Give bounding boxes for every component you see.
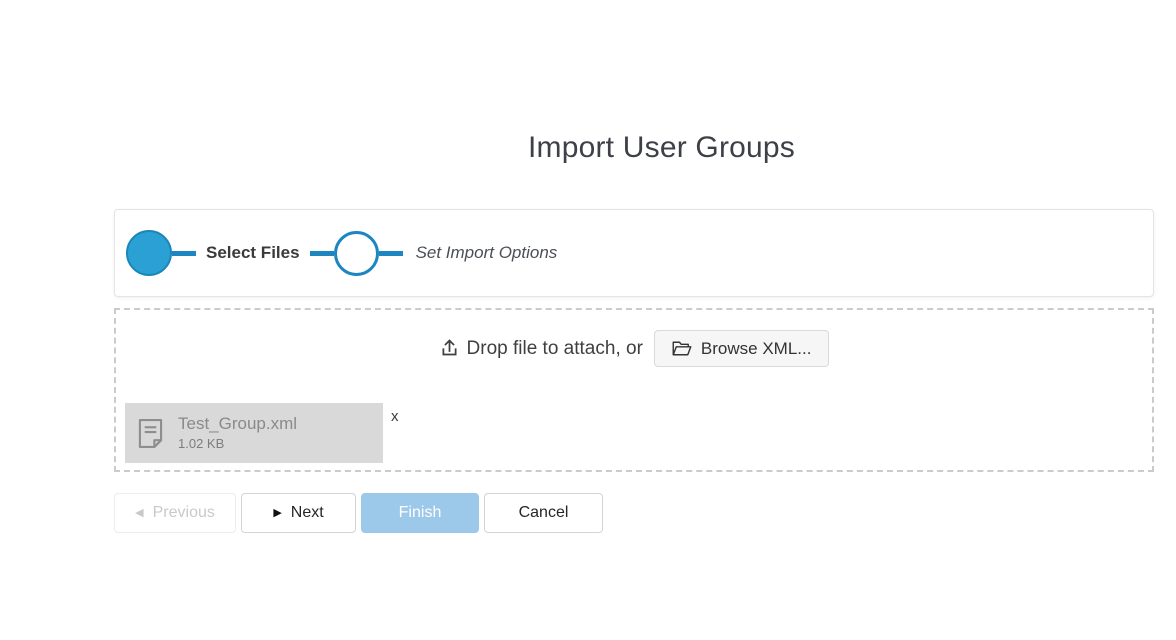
file-size: 1.02 KB [178, 436, 225, 451]
step-1-label: Select Files [206, 243, 300, 262]
file-name: Test_Group.xml [178, 414, 298, 433]
previous-button[interactable]: ◀ Previous [114, 493, 236, 533]
attached-file-chip[interactable]: Test_Group.xml 1.02 KB [125, 403, 383, 463]
next-arrow-icon: ▶ [273, 506, 282, 519]
cancel-label: Cancel [518, 504, 569, 521]
previous-label: Previous [152, 504, 215, 521]
step-1-circle-icon [126, 230, 172, 276]
previous-arrow-icon: ◀ [135, 506, 144, 519]
next-label: Next [290, 504, 324, 521]
file-meta: Test_Group.xml 1.02 KB [178, 413, 297, 453]
stepper-connector [378, 250, 403, 256]
step-2-label: Set Import Options [415, 243, 558, 262]
drop-prompt-text: Drop file to attach, or [466, 337, 643, 359]
page-title: Import User Groups [528, 131, 796, 164]
upload-icon [442, 339, 457, 356]
finish-label: Finish [398, 504, 442, 521]
finish-button[interactable]: Finish [361, 493, 479, 533]
cancel-button[interactable]: Cancel [484, 493, 603, 533]
browse-xml-label: Browse XML... [700, 338, 812, 358]
document-icon [138, 418, 163, 448]
stepper-connector [172, 250, 196, 256]
stepper-connector [309, 250, 334, 256]
remove-file-button[interactable]: x [391, 408, 399, 425]
next-button[interactable]: ▶ Next [241, 493, 356, 533]
drop-prompt-row: Drop file to attach, or Browse XML... [116, 330, 1152, 367]
file-drop-zone[interactable]: Drop file to attach, or Browse XML... Te… [114, 308, 1154, 472]
step-2-circle-icon [333, 230, 379, 276]
wizard-stepper-card: Select Files Set Import Options [114, 209, 1154, 297]
browse-xml-button[interactable]: Browse XML... [653, 330, 830, 367]
folder-open-icon [672, 341, 692, 356]
wizard-stepper: Select Files Set Import Options [115, 210, 1153, 296]
